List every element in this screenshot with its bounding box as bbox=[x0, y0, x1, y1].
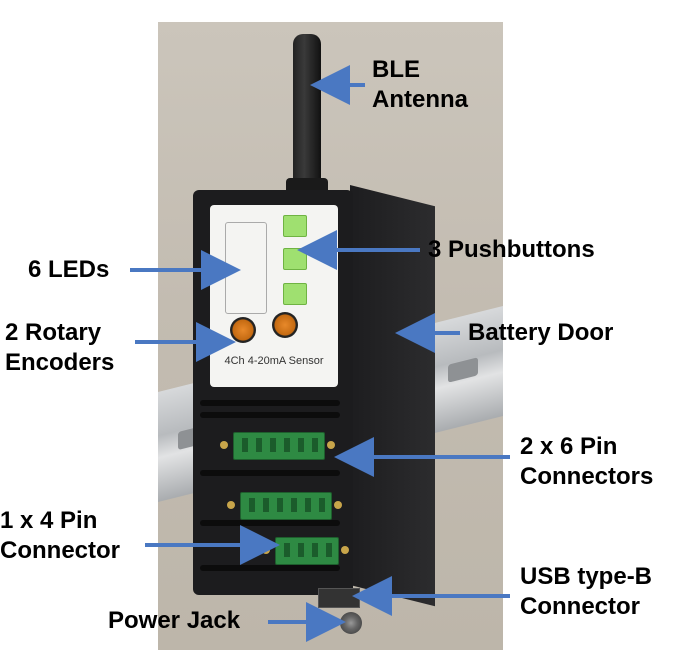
label-leds: 6 LEDs bbox=[28, 256, 110, 283]
label-ble-line2: Antenna bbox=[372, 86, 468, 113]
label-connector4-line2: Connector bbox=[0, 537, 120, 564]
ble-antenna bbox=[293, 34, 321, 184]
label-connectors6-line1: 2 x 6 Pin bbox=[520, 433, 618, 460]
label-pushbuttons: 3 Pushbuttons bbox=[428, 236, 595, 263]
label-ble-antenna: BLE Antenna bbox=[372, 55, 468, 115]
vent bbox=[200, 412, 340, 418]
label-connector4-line1: 1 x 4 Pin bbox=[0, 507, 98, 534]
six-pin-connector-1 bbox=[233, 432, 325, 460]
label-encoders-line2: Encoders bbox=[5, 349, 115, 376]
screw bbox=[220, 441, 228, 449]
label-usb-line2: Connector bbox=[520, 593, 640, 620]
label-usb-connector: USB type-B Connector bbox=[520, 562, 652, 622]
sensor-label: 4Ch 4-20mA Sensor bbox=[224, 355, 324, 367]
screw bbox=[341, 546, 349, 554]
label-ble-line1: BLE bbox=[372, 56, 420, 83]
vent bbox=[200, 470, 340, 476]
pushbutton-3 bbox=[283, 283, 307, 305]
four-pin-connector bbox=[275, 537, 339, 565]
label-six-pin-connectors: 2 x 6 Pin Connectors bbox=[520, 432, 653, 492]
vent bbox=[200, 400, 340, 406]
label-connectors6-line2: Connectors bbox=[520, 463, 654, 490]
label-encoders-line1: 2 Rotary bbox=[5, 319, 102, 346]
label-rotary-encoders: 2 Rotary Encoders bbox=[5, 318, 114, 378]
six-pin-connector-2 bbox=[240, 492, 332, 520]
label-usb-line1: USB type-B bbox=[520, 563, 653, 590]
screw bbox=[227, 501, 235, 509]
vent bbox=[200, 520, 340, 526]
rotary-encoder-2 bbox=[272, 312, 298, 338]
label-four-pin-connector: 1 x 4 Pin Connector bbox=[0, 506, 120, 566]
label-power-jack: Power Jack bbox=[108, 607, 241, 634]
vent bbox=[200, 565, 340, 571]
screw bbox=[334, 501, 342, 509]
screw bbox=[327, 441, 335, 449]
label-battery-door: Battery Door bbox=[468, 319, 614, 346]
